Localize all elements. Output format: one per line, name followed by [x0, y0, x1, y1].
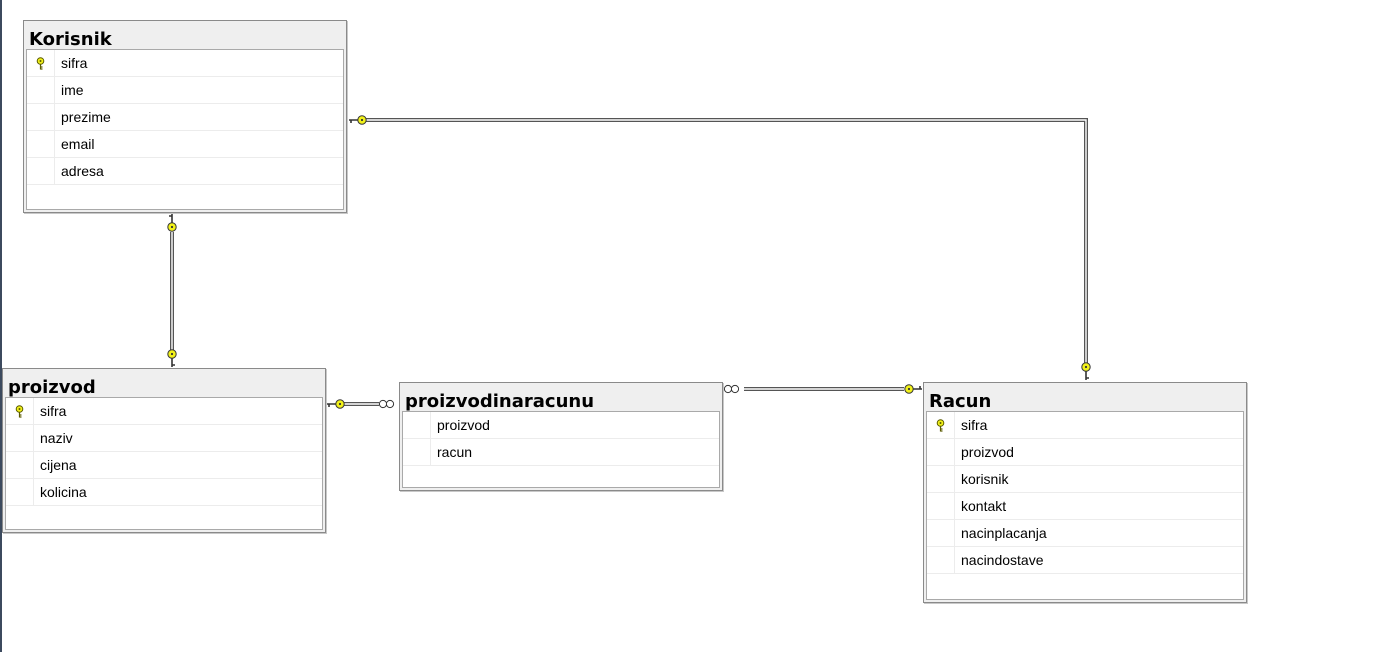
table-korisnik[interactable]: Korisnik sifra ime prezime email adresa [23, 20, 347, 213]
column-name: nacindostave [961, 552, 1044, 568]
canvas-left-border [0, 0, 2, 652]
column-name: ime [61, 82, 84, 98]
column-row[interactable]: email [27, 131, 343, 158]
column-list: sifra proizvod korisnik kontakt nacinplacanj… [926, 411, 1244, 600]
row-selector[interactable] [6, 479, 34, 505]
column-name: cijena [40, 457, 77, 473]
row-selector[interactable] [6, 398, 34, 424]
column-name: korisnik [961, 471, 1009, 487]
row-selector[interactable] [927, 439, 955, 465]
primary-key-icon [36, 57, 45, 70]
table-proizvod[interactable]: proizvod sifra naziv cijena kolicina [2, 368, 326, 533]
one-end-key-icon [167, 349, 177, 367]
row-selector[interactable] [403, 412, 431, 438]
row-selector[interactable] [27, 131, 55, 157]
row-selector[interactable] [927, 493, 955, 519]
column-row[interactable]: sifra [927, 412, 1243, 439]
row-selector[interactable] [927, 520, 955, 546]
column-list: sifra naziv cijena kolicina [5, 397, 323, 530]
column-row[interactable]: adresa [27, 158, 343, 185]
table-title: proizvod [8, 377, 96, 398]
column-row[interactable]: kolicina [6, 479, 322, 506]
column-name: naziv [40, 430, 73, 446]
column-name: kolicina [40, 484, 87, 500]
column-row[interactable]: kontakt [927, 493, 1243, 520]
column-name: proizvod [437, 417, 490, 433]
many-end-infinity-icon [723, 384, 740, 394]
column-row[interactable]: prezime [27, 104, 343, 131]
column-name: proizvod [961, 444, 1014, 460]
table-title: Korisnik [29, 29, 112, 50]
row-selector[interactable] [27, 104, 55, 130]
row-selector[interactable] [927, 466, 955, 492]
column-row[interactable]: ime [27, 77, 343, 104]
column-name: email [61, 136, 95, 152]
table-proizvodinaracunu[interactable]: proizvodinaracunu proizvod racun [399, 382, 723, 491]
primary-key-icon [936, 419, 945, 432]
column-row[interactable]: sifra [6, 398, 322, 425]
row-selector[interactable] [403, 439, 431, 465]
column-name: sifra [40, 403, 67, 419]
row-selector[interactable] [927, 547, 955, 573]
column-name: nacinplacanja [961, 525, 1047, 541]
table-title: proizvodinaracunu [405, 391, 595, 412]
column-row[interactable]: proizvod [403, 412, 719, 439]
column-row[interactable]: racun [403, 439, 719, 466]
column-row[interactable]: naziv [6, 425, 322, 452]
row-selector[interactable] [27, 158, 55, 184]
many-end-infinity-icon [378, 399, 395, 409]
column-list: proizvod racun [402, 411, 720, 488]
primary-key-icon [15, 405, 24, 418]
column-row[interactable]: nacinplacanja [927, 520, 1243, 547]
column-row[interactable]: sifra [27, 50, 343, 77]
one-end-key-icon [327, 399, 345, 409]
column-name: adresa [61, 163, 104, 179]
column-name: prezime [61, 109, 111, 125]
row-selector[interactable] [6, 452, 34, 478]
row-selector[interactable] [6, 425, 34, 451]
column-name: kontakt [961, 498, 1007, 514]
column-name: racun [437, 444, 473, 460]
column-row[interactable]: proizvod [927, 439, 1243, 466]
column-row[interactable]: nacindostave [927, 547, 1243, 574]
column-list: sifra ime prezime email adresa [26, 49, 344, 210]
row-selector[interactable] [27, 77, 55, 103]
one-end-key-icon [167, 214, 177, 232]
relationship-korisnik-racun[interactable] [366, 118, 1088, 363]
one-end-key-icon [349, 115, 367, 125]
column-name: sifra [961, 417, 988, 433]
column-name: sifra [61, 55, 88, 71]
one-end-key-icon [904, 384, 922, 394]
row-selector[interactable] [927, 412, 955, 438]
column-row[interactable]: korisnik [927, 466, 1243, 493]
one-end-key-icon [1081, 362, 1091, 380]
column-row[interactable]: cijena [6, 452, 322, 479]
table-title: Racun [929, 391, 992, 412]
table-racun[interactable]: Racun sifra proizvod korisnik kontakt nacinp… [923, 382, 1247, 603]
row-selector[interactable] [27, 50, 55, 76]
